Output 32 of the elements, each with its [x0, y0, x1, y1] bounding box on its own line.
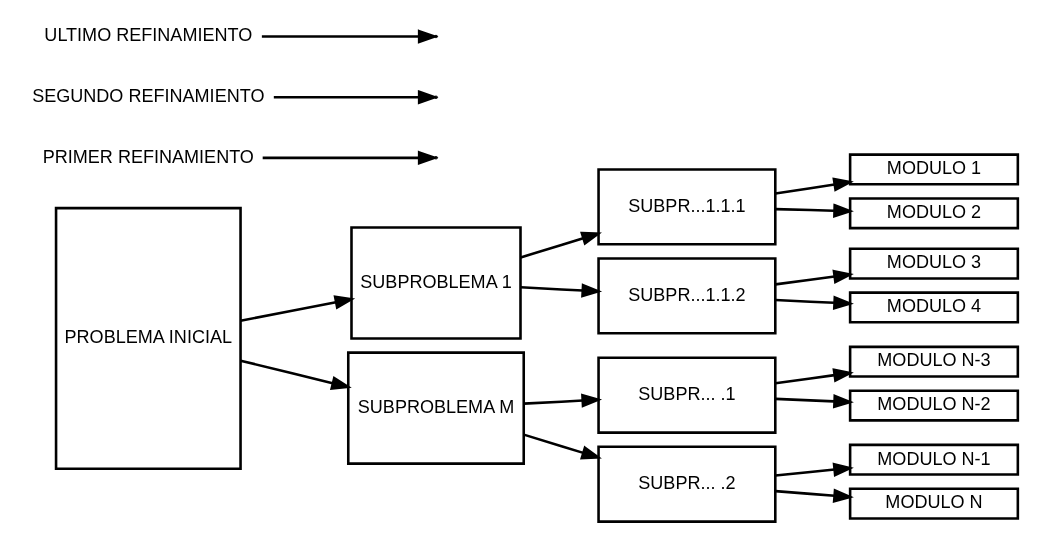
- arrow: [523, 433, 602, 460]
- node-box: MODULO 2: [848, 197, 1020, 230]
- arrow: [775, 394, 854, 409]
- node-box: MODULO N-1: [848, 443, 1020, 476]
- node-box: MODULO N: [848, 487, 1020, 520]
- arrow: [775, 177, 854, 195]
- node-box: PROBLEMA INICIAL: [54, 206, 242, 471]
- node-text: ULTIMO REFINAMIENTO: [44, 25, 253, 46]
- node-box: MODULO 4: [848, 291, 1020, 324]
- node-box: SUBPROBLEMA 1: [350, 226, 522, 340]
- node-box: SUBPR...1.1.1: [597, 168, 777, 246]
- arrow: [240, 295, 356, 323]
- arrow: [775, 295, 854, 310]
- arrow: [240, 359, 352, 390]
- node-text: PRIMER REFINAMIENTO: [42, 146, 254, 167]
- node-box: SUBPR...1.1.2: [597, 257, 777, 335]
- arrow: [775, 488, 854, 503]
- node-box: SUBPR... .2: [597, 445, 777, 523]
- arrow: [775, 203, 854, 218]
- arrow: [775, 269, 854, 286]
- arrow: [520, 283, 603, 298]
- node-box: MODULO 3: [848, 247, 1020, 280]
- node-box: MODULO N-3: [848, 345, 1020, 378]
- arrow: [523, 393, 603, 408]
- node-text: SEGUNDO REFINAMIENTO: [32, 85, 265, 106]
- node-box: MODULO N-2: [848, 389, 1020, 422]
- arrow: [775, 368, 854, 385]
- node-box: SUBPR... .1: [597, 356, 777, 434]
- node-box: SUBPROBLEMA M: [346, 351, 525, 465]
- node-box: MODULO 1: [848, 153, 1020, 186]
- arrow: [520, 231, 602, 259]
- arrow: [775, 462, 854, 477]
